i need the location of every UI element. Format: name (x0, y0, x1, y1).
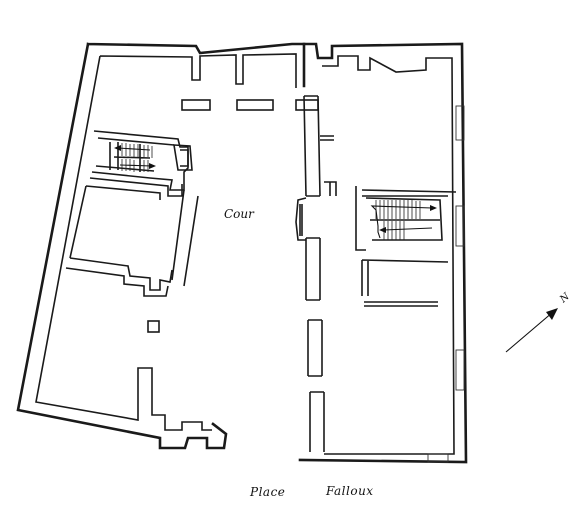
right-wing (295, 42, 468, 464)
right-wing-outer-wall (298, 42, 468, 464)
left-wing-partition-2 (69, 177, 183, 259)
north-arrow-icon: N (505, 290, 573, 353)
left-wing-inner-wall (35, 53, 297, 431)
arrow-right-icon (149, 163, 156, 169)
courtyard-label: Cour (224, 207, 255, 221)
left-wing-courtyard-facade (171, 189, 199, 287)
left-wing-partition-1-inner (95, 137, 175, 172)
facade-openings (427, 105, 465, 463)
right-wing-partition-upper (320, 135, 337, 196)
square-label-word-2: Falloux (325, 484, 374, 498)
right-wing-partition-mid (355, 186, 457, 251)
arrow-right-icon (430, 205, 437, 211)
arrow-left-icon (114, 145, 121, 151)
north-piers (181, 99, 319, 111)
right-stair-steps (375, 200, 421, 240)
left-staircase (109, 142, 193, 172)
right-stair-arrows (370, 205, 437, 239)
left-wing-outer-wall (16, 42, 306, 450)
right-wing-partition-lower (361, 259, 449, 307)
left-wing-partition-3 (65, 257, 173, 297)
courtyard-entrance (295, 197, 307, 241)
right-staircase (365, 197, 443, 241)
arrow-left-icon (379, 227, 386, 233)
left-wing (16, 42, 319, 450)
left-wing-partition-1 (91, 130, 189, 191)
square-label-word-1: Place (249, 485, 285, 499)
left-stair-arrows (114, 145, 156, 169)
left-stair-landing (173, 144, 193, 171)
right-wing-courtyard-facade (303, 95, 325, 452)
north-label: N (557, 290, 572, 305)
right-wing-inner-wall (322, 55, 455, 455)
pillar (147, 320, 160, 333)
